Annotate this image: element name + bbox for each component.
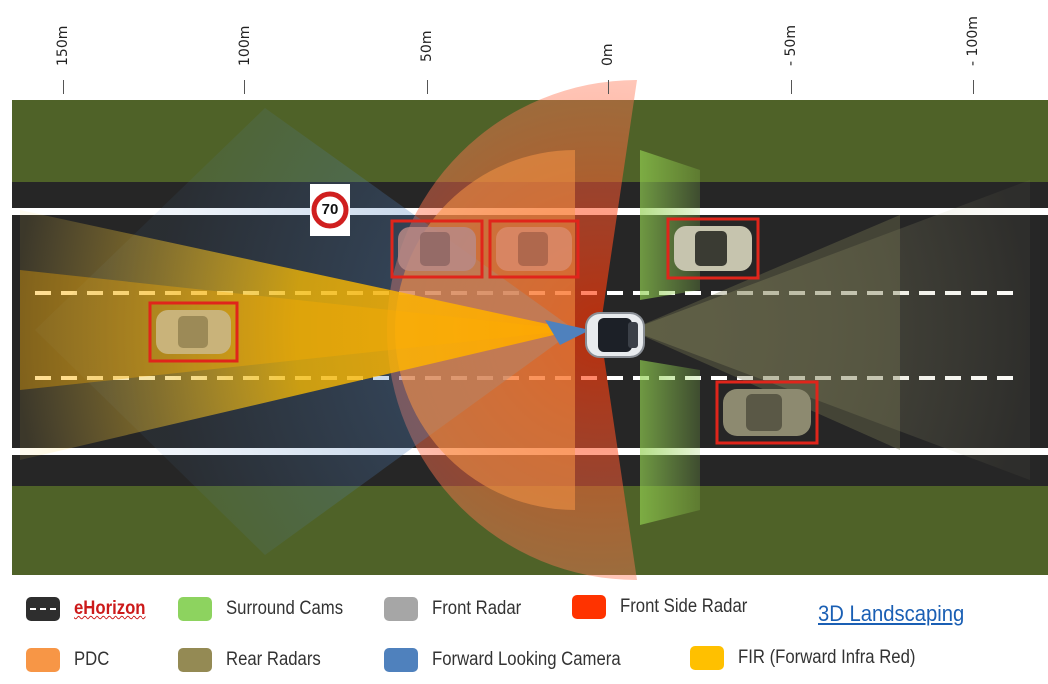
legend-swatch [26,648,60,672]
ego-car-icon [585,312,645,358]
legend-item-fir: FIR (Forward Infra Red) [690,643,940,673]
legend-item-forward-looking-camera: Forward Looking Camera [384,645,646,675]
legend-label: FIR (Forward Infra Red) [738,647,916,668]
distance-tick-label: - 50m [783,25,799,66]
detected-vehicle-icon [488,219,580,279]
detected-vehicle-icon [666,217,760,280]
distance-tick [244,80,245,94]
legend-item-front-side-radar: Front Side Radar [572,592,765,622]
legend-item-ehorizon: eHorizon [26,594,155,624]
legend-swatch [690,646,724,670]
legend-item-rear-radars: Rear Radars [178,645,334,675]
speed-limit-sign-icon [310,184,350,236]
legend-swatch [572,595,606,619]
legend-swatch [178,597,212,621]
speed-limit-value: 70 [321,201,339,218]
legend-label: PDC [74,649,110,670]
rear-radar-cone [630,180,1030,480]
distance-tick [973,80,974,94]
surround-cam-zone [640,360,700,525]
distance-tick-label: 100m [237,25,253,66]
distance-tick-label: - 100m [965,16,981,66]
legend-swatch [384,648,418,672]
detected-vehicle-icon [148,301,239,363]
detected-vehicle-icon [715,380,819,445]
legend-item-pdc: PDC [26,645,114,675]
distance-tick-label: 50m [419,30,435,62]
legend-swatch [178,648,212,672]
fir-cone [20,210,575,460]
legend-label: Forward Looking Camera [432,649,621,670]
distance-tick-label: 0m [600,43,616,66]
road-lane-icon [26,597,60,621]
legend-label: Front Side Radar [620,596,748,617]
legend-swatch [384,597,418,621]
detected-vehicle-icon [390,219,484,279]
distance-tick [608,80,609,94]
3d-landscaping-link[interactable]: 3D Landscaping [818,601,965,626]
legend-label: Front Radar [432,598,522,619]
legend-label: Surround Cams [226,598,344,619]
distance-tick [427,80,428,94]
legend-item-front-radar: Front Radar [384,594,533,624]
legend-label: Rear Radars [226,649,321,670]
rear-radar-cone [630,215,900,450]
distance-tick [63,80,64,94]
distance-tick-label: 150m [55,25,71,66]
distance-tick [791,80,792,94]
legend-label: eHorizon [74,598,146,619]
legend-item-surround-cams: Surround Cams [178,594,359,624]
camera-tip [545,320,590,345]
